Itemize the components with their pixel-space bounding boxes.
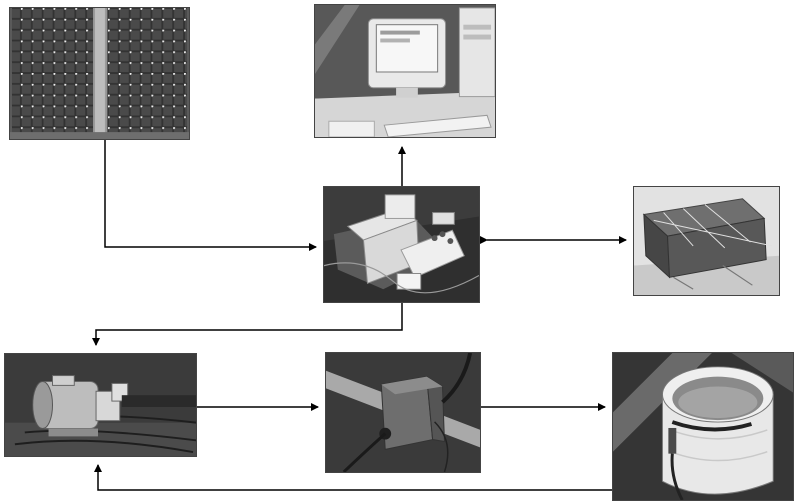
arrow-controller-to-motor-pump [92, 303, 403, 346]
motor-pump-photo [4, 353, 197, 457]
water-tank-photo [612, 352, 794, 501]
arrow-solar-to-controller [104, 140, 317, 251]
controller-photo [323, 186, 480, 303]
pump-box-photo [325, 352, 481, 473]
solar-panels-photo [9, 7, 190, 140]
computer-photo [314, 4, 496, 138]
battery-photo [633, 186, 780, 296]
